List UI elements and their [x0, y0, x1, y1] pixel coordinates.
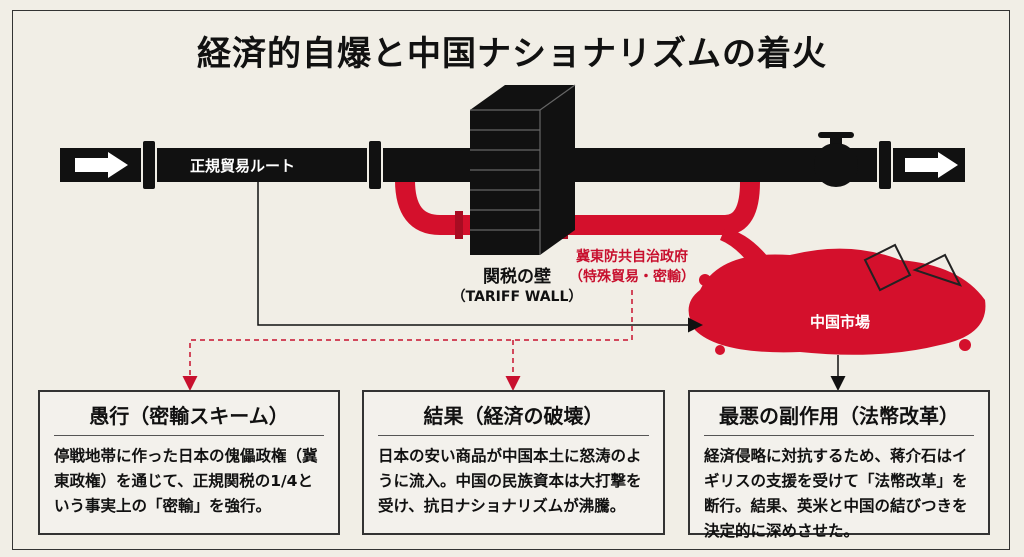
smuggle-sublabel: （特殊貿易・密輸）	[569, 269, 695, 285]
arrow-right-icon	[75, 152, 128, 178]
box-heading: 結果（経済の破壊）	[378, 400, 649, 436]
legit-route-label: 正規貿易ルート	[190, 157, 296, 175]
wall-sublabel: （TARIFF WALL）	[451, 289, 583, 305]
side-effect-box: 最悪の副作用（法幣改革） 経済侵略に対抗するため、蒋介石はイギリスの支援を受けて…	[688, 390, 990, 540]
smuggle-label: 冀東防共自治政府	[576, 249, 688, 265]
result-box: 結果（経済の破壊） 日本の安い商品が中国本土に怒涛のように流入。中国の民族資本は…	[362, 390, 665, 535]
box-body: 停戦地帯に作った日本の傀儡政権（冀東政権）を通じて、正規関税の1/4という事実上…	[54, 447, 318, 515]
wall-label: 関税の壁	[483, 267, 551, 287]
frame-border	[12, 10, 1010, 550]
china-market-label: 中国市場	[809, 313, 870, 331]
page-title: 経済的自爆と中国ナショナリズムの着火	[197, 34, 827, 74]
box-heading: 愚行（密輸スキーム）	[54, 400, 324, 436]
box-body: 経済侵略に対抗するため、蒋介石はイギリスの支援を受けて「法幣改革」を断行。結果、…	[704, 447, 968, 540]
tariff-wall-icon	[470, 84, 576, 255]
china-market-puddle	[688, 228, 986, 355]
box-body: 日本の安い商品が中国本土に怒涛のように流入。中国の民族資本は大打撃を受け、抗日ナ…	[378, 447, 642, 515]
box-heading: 最悪の副作用（法幣改革）	[704, 400, 974, 436]
folly-box: 愚行（密輸スキーム） 停戦地帯に作った日本の傀儡政権（冀東政権）を通じて、正規関…	[38, 390, 340, 535]
arrow-right-icon	[905, 152, 958, 178]
valve-icon	[814, 132, 858, 187]
smuggling-pipe	[395, 179, 760, 239]
